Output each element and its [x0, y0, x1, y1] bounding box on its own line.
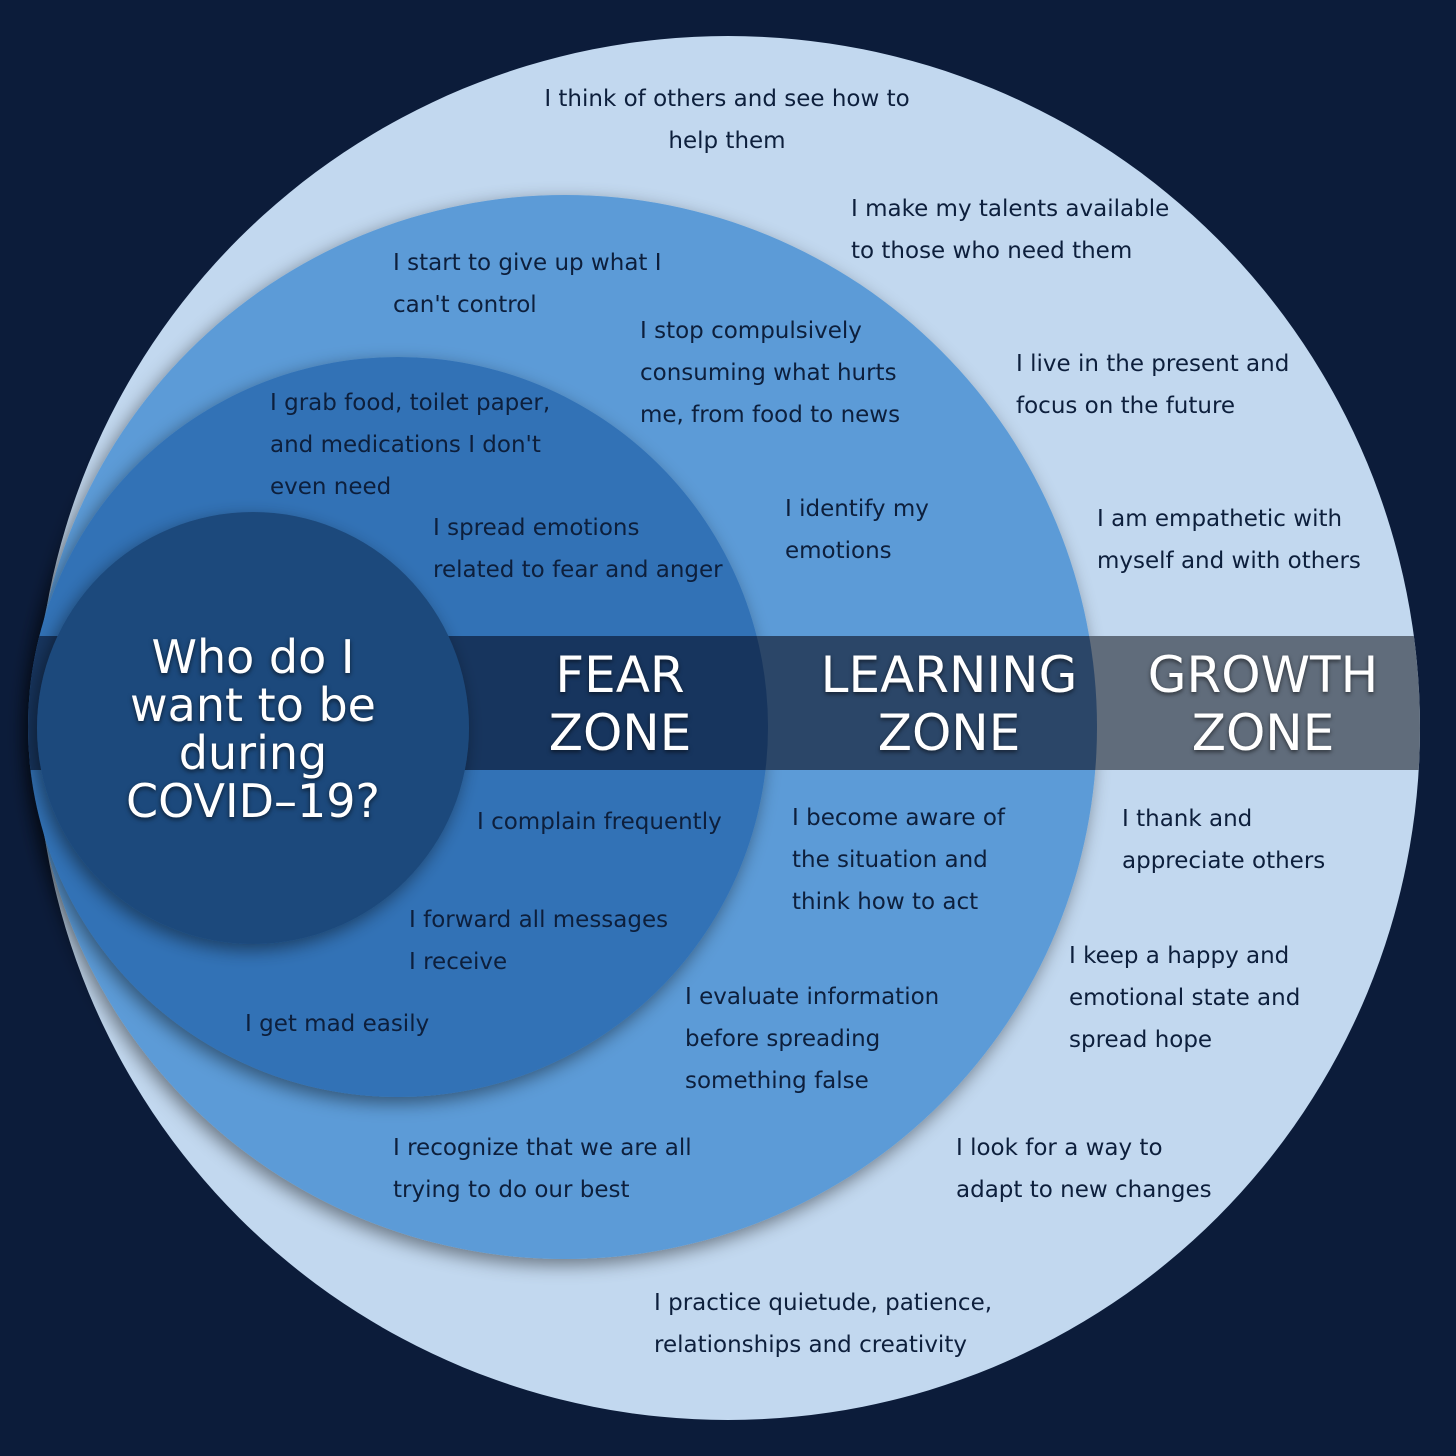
fear-note-forward-messages: I forward all messages I receive	[409, 907, 669, 975]
learning-note-evaluate-info: I evaluate information before spreading …	[685, 984, 940, 1094]
learning-note-give-up: I start to give up what I can't control	[393, 250, 662, 318]
learning-note-stop-consuming: I stop compulsively consuming what hurts…	[640, 318, 901, 428]
growth-note-happy-state: I keep a happy and emotional state and s…	[1069, 943, 1301, 1053]
growth-note-quietude: I practice quietude, patience, relations…	[654, 1290, 993, 1358]
fear-note-spread-emotions: I spread emotions related to fear and an…	[433, 515, 723, 583]
learning-note-identify-emotions: I identify my emotions	[785, 496, 929, 564]
growth-note-empathetic: I am empathetic with myself and with oth…	[1097, 506, 1361, 574]
fear-note-complain: I complain frequently	[477, 809, 722, 835]
fear-note-grab-food: I grab food, toilet paper, and medicatio…	[270, 390, 551, 500]
learning-note-become-aware: I become aware of the situation and thin…	[792, 805, 1006, 915]
growth-note-live-present: I live in the present and focus on the f…	[1016, 351, 1290, 419]
fear-zone-label: FEAR ZONE	[548, 646, 692, 762]
fear-note-mad-easily: I get mad easily	[245, 1011, 430, 1037]
growth-note-think-of-others: I think of others and see how to help th…	[544, 86, 910, 154]
growth-zone-label: GROWTH ZONE	[1147, 646, 1379, 762]
center-question: Who do I want to be during COVID–19?	[126, 630, 380, 828]
center-circle	[37, 512, 469, 944]
growth-note-make-talents: I make my talents available to those who…	[851, 196, 1170, 264]
learning-note-recognize-best: I recognize that we are all trying to do…	[393, 1135, 692, 1203]
learning-zone-label: LEARNING ZONE	[820, 646, 1078, 762]
growth-note-adapt: I look for a way to adapt to new changes	[956, 1135, 1212, 1203]
growth-note-thank-appreciate: I thank and appreciate others	[1122, 806, 1326, 874]
